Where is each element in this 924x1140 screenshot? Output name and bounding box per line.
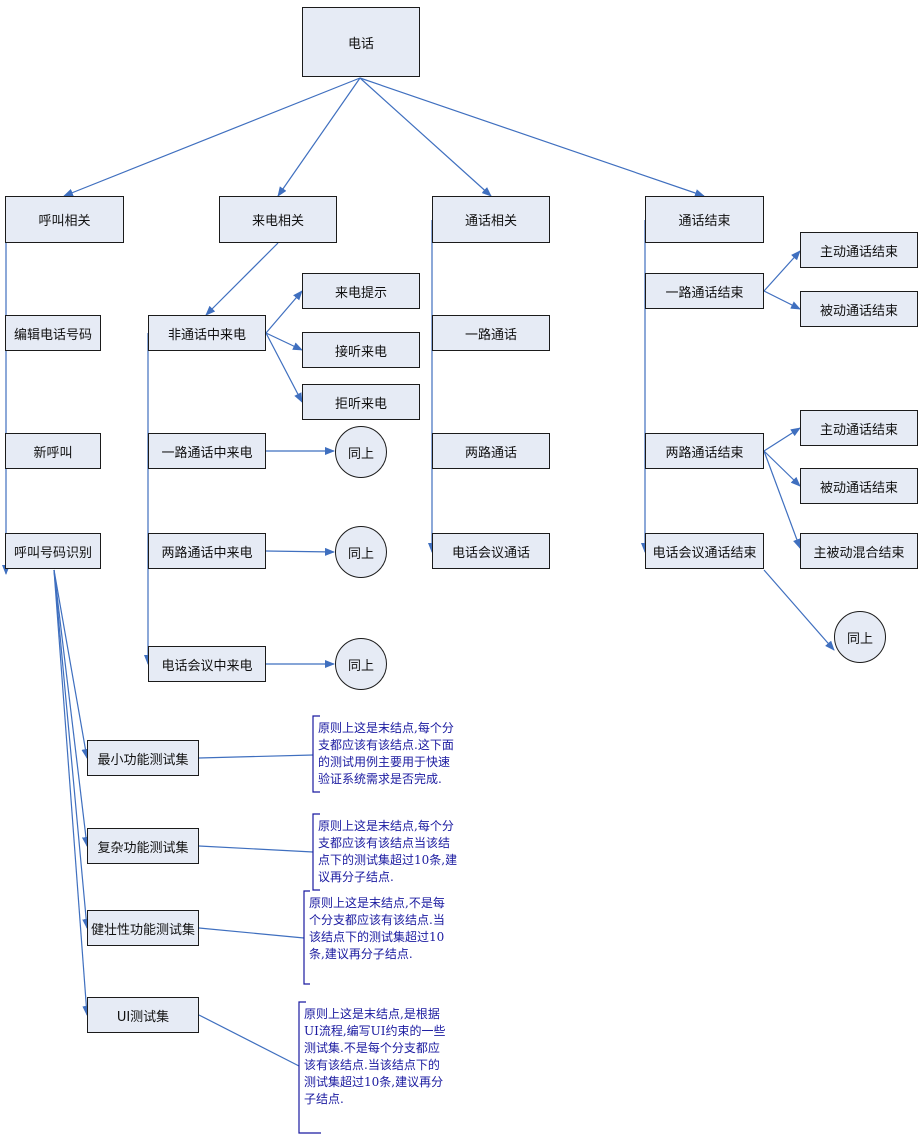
note-bracket-ui [298, 1001, 321, 1134]
node-reject-call: 拒听来电 [302, 384, 420, 420]
node-talk-related: 通话相关 [432, 196, 550, 243]
note-line: 原则上这是末结点,不是每 [309, 896, 445, 910]
edge-confend-same [763, 569, 835, 651]
note-line: 验证系统需求是否完成. [318, 772, 442, 786]
node-root-phone: 电话 [302, 7, 420, 77]
node-one-way-end: 一路通话结束 [645, 273, 764, 309]
node-min-test-set: 最小功能测试集 [87, 740, 199, 776]
node-two-way-end: 两路通话结束 [645, 433, 764, 469]
node-active-end: 主动通话结束 [800, 232, 918, 268]
edge-id-complex [53, 569, 90, 847]
note-line: UI流程,编写UI约束的一些 [304, 1024, 446, 1038]
note-complex-test-set: 原则上这是末结点,每个分 支都应该有该结点当该结 点下的测试集超过10条,建 议… [318, 818, 478, 886]
edge-idle-prompt [265, 290, 303, 334]
edge-id-robust [53, 569, 91, 929]
node-incoming-prompt: 来电提示 [302, 273, 420, 309]
note-bracket-complex [312, 813, 320, 891]
edge-twoend-active [763, 427, 801, 452]
edge-root-talk [359, 77, 492, 197]
note-min-test-set: 原则上这是末结点,每个分 支都应该有该结点.这下面 的测试用例主要用于快速 验证… [318, 720, 478, 788]
edge-twoway-same [265, 547, 335, 556]
node-same-as-above: 同上 [834, 611, 886, 663]
node-conference-incoming: 电话会议中来电 [148, 646, 266, 682]
note-line: 原则上这是末结点,是根据 [304, 1007, 440, 1021]
node-call-end: 通话结束 [645, 196, 764, 243]
note-bracket-robust [303, 890, 310, 985]
node-one-way-incoming: 一路通话中来电 [148, 433, 266, 469]
note-line: 测试集.不是每个分支都应 [304, 1041, 440, 1055]
edge-incoming-idle [205, 242, 279, 316]
node-complex-test-set: 复杂功能测试集 [87, 828, 199, 864]
node-one-way-talk: 一路通话 [432, 315, 550, 351]
edge-oneend-passive [763, 290, 801, 310]
node-same-as-above: 同上 [335, 426, 387, 478]
note-bracket-min [312, 715, 320, 793]
node-passive-end: 被动通话结束 [800, 291, 918, 327]
edge-id-ui [53, 569, 91, 1016]
note-ui-test-set: 原则上这是末结点,是根据 UI流程,编写UI约束的一些 测试集.不是每个分支都应… [304, 1006, 469, 1108]
edge-id-min [53, 569, 90, 759]
node-conference-end: 电话会议通话结束 [645, 533, 764, 569]
note-line: 原则上这是末结点,每个分 [318, 819, 454, 833]
note-line: 原则上这是末结点,每个分 [318, 721, 454, 735]
node-incoming-related: 来电相关 [219, 196, 337, 243]
node-answer-call: 接听来电 [302, 332, 420, 368]
edge-oneend-active [763, 250, 801, 292]
note-line: 支都应该有该结点当该结 [318, 836, 451, 850]
node-idle-incoming: 非通话中来电 [148, 315, 266, 351]
node-new-call: 新呼叫 [5, 433, 101, 469]
note-line: 条,建议再分子结点. [309, 947, 413, 961]
node-edit-number: 编辑电话号码 [5, 315, 101, 351]
note-line: 个分支都应该有该结点.当 [309, 913, 445, 927]
node-number-identification: 呼叫号码识别 [5, 533, 101, 569]
node-same-as-above: 同上 [335, 638, 387, 690]
edge-idle-reject [265, 332, 303, 403]
node-conference-talk: 电话会议通话 [432, 533, 550, 569]
node-mixed-end: 主被动混合结束 [800, 533, 918, 569]
node-passive-end: 被动通话结束 [800, 468, 918, 504]
edge-root-incoming [277, 77, 361, 197]
edge-idle-answer [265, 332, 303, 351]
note-line: 该有该结点.当该结点下的 [304, 1058, 440, 1072]
node-two-way-incoming: 两路通话中来电 [148, 533, 266, 569]
edge-twoend-mixed [763, 450, 801, 549]
node-same-as-above: 同上 [335, 526, 387, 578]
note-line: 点下的测试集超过10条,建 [318, 853, 458, 867]
edge-min-note [198, 754, 314, 759]
note-line: 子结点. [304, 1092, 344, 1106]
node-robust-test-set: 健壮性功能测试集 [87, 910, 199, 946]
note-robust-test-set: 原则上这是末结点,不是每 个分支都应该有该结点.当 该结点下的测试集超过10 条… [309, 895, 469, 963]
note-line: 议再分子结点. [318, 870, 394, 884]
node-active-end: 主动通话结束 [800, 410, 918, 446]
edge-root-end [359, 77, 705, 197]
edge-root-call [63, 77, 361, 197]
note-line: 测试集超过10条,建议再分 [304, 1075, 444, 1089]
edge-ui-note [198, 1014, 300, 1067]
note-line: 该结点下的测试集超过10 [309, 930, 445, 944]
edge-complex-note [198, 845, 314, 853]
edge-twoend-passive [763, 450, 801, 487]
edge-robust-note [198, 927, 305, 939]
node-call-related: 呼叫相关 [5, 196, 124, 243]
node-two-way-talk: 两路通话 [432, 433, 550, 469]
note-line: 支都应该有该结点.这下面 [318, 738, 454, 752]
note-line: 的测试用例主要用于快速 [318, 755, 451, 769]
node-ui-test-set: UI测试集 [87, 997, 199, 1033]
